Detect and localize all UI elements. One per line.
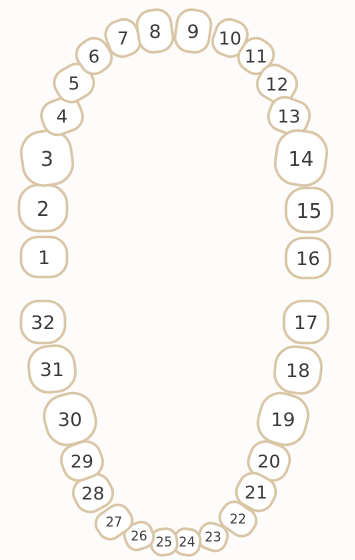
tooth-number-label: 14 <box>288 147 313 171</box>
tooth-number-label: 10 <box>219 29 242 50</box>
tooth-number-label: 1 <box>38 247 50 269</box>
tooth-1[interactable]: 1 <box>21 237 67 277</box>
tooth-16[interactable]: 16 <box>286 238 330 278</box>
tooth-31[interactable]: 31 <box>27 344 78 395</box>
tooth-number-label: 28 <box>82 484 105 505</box>
tooth-number-label: 6 <box>88 47 99 68</box>
tooth-number-label: 3 <box>41 147 54 171</box>
tooth-number-label: 21 <box>245 483 268 504</box>
tooth-number-label: 23 <box>205 531 222 546</box>
tooth-30[interactable]: 30 <box>39 388 100 449</box>
tooth-15[interactable]: 15 <box>286 188 332 232</box>
tooth-number-label: 20 <box>258 452 281 473</box>
tooth-number-label: 31 <box>40 359 64 381</box>
tooth-number-label: 18 <box>286 360 310 382</box>
tooth-number-label: 9 <box>187 21 199 43</box>
tooth-number-label: 16 <box>296 248 320 270</box>
tooth-18[interactable]: 18 <box>273 345 324 396</box>
tooth-number-label: 13 <box>278 107 301 128</box>
tooth-number-label: 12 <box>266 75 289 96</box>
tooth-number-label: 11 <box>245 47 268 68</box>
tooth-9[interactable]: 9 <box>173 8 213 54</box>
tooth-number-label: 4 <box>56 107 67 128</box>
tooth-number-label: 29 <box>71 452 94 473</box>
tooth-8[interactable]: 8 <box>135 8 175 54</box>
tooth-2[interactable]: 2 <box>19 185 67 231</box>
tooth-number-label: 19 <box>271 409 295 431</box>
tooth-number-label: 25 <box>156 536 173 551</box>
tooth-number-label: 5 <box>68 74 79 95</box>
tooth-14[interactable]: 14 <box>272 128 329 188</box>
tooth-number-label: 22 <box>230 513 247 528</box>
tooth-3[interactable]: 3 <box>18 128 75 188</box>
tooth-number-label: 8 <box>149 21 161 43</box>
tooth-32[interactable]: 32 <box>21 301 65 343</box>
tooth-number-label: 30 <box>58 409 82 431</box>
tooth-number-label: 7 <box>117 29 128 50</box>
tooth-number-label: 24 <box>179 536 196 551</box>
tooth-number-label: 15 <box>296 199 321 223</box>
tooth-number-label: 32 <box>31 312 55 334</box>
tooth-number-label: 2 <box>37 197 50 221</box>
tooth-number-label: 26 <box>131 530 148 545</box>
tooth-19[interactable]: 19 <box>253 389 312 450</box>
tooth-number-label: 27 <box>106 516 123 531</box>
tooth-17[interactable]: 17 <box>284 301 328 343</box>
tooth-number-label: 17 <box>294 312 318 334</box>
